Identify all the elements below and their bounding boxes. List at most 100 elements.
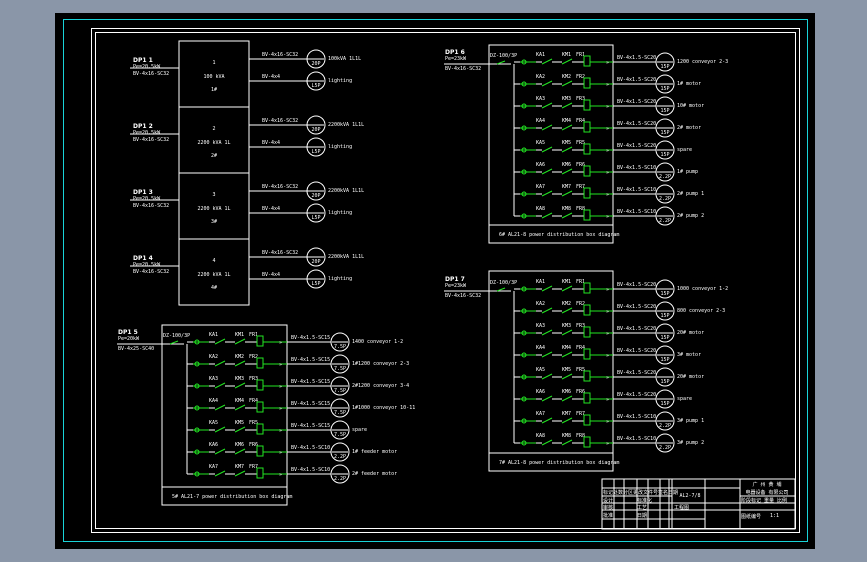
ka-label: KA3 — [209, 376, 218, 382]
circuit-desc: 1400 conveyor 1-2 — [352, 339, 403, 345]
contactor-icon — [561, 212, 573, 219]
ka-label: KA5 — [536, 140, 545, 146]
feeder-cable: BV-4x25-SC40 — [118, 346, 154, 352]
ka-label: KA8 — [536, 433, 545, 439]
km-label: KM8 — [562, 433, 571, 439]
km-label: KM5 — [235, 420, 244, 426]
circuit-desc: 1200 conveyor 2-3 — [677, 59, 728, 65]
motor-load-icon — [655, 162, 675, 182]
switch-contact-icon — [541, 351, 553, 358]
ka-label: KA6 — [209, 442, 218, 448]
main-breaker-label: DZ-100/3P — [490, 53, 517, 59]
box-id: 3 — [212, 192, 215, 198]
fr-label: FR3 — [576, 96, 585, 102]
circuit-cable: BV-4x16-SC32 — [262, 184, 298, 190]
load-rating: 15P — [660, 86, 669, 92]
feeder-spec: Pe=20kW — [118, 336, 140, 342]
switch-contact-icon — [541, 329, 553, 336]
fr-label: FR7 — [576, 184, 585, 190]
ka-label: KA4 — [536, 345, 545, 351]
load-rating: 2.2P — [334, 476, 346, 482]
main-breaker-icon — [496, 60, 506, 65]
load-rating: 7.5P — [334, 410, 346, 416]
contactor-icon — [561, 124, 573, 131]
load-rating: 20P — [311, 259, 320, 265]
drawing-frame-inner — [95, 32, 796, 529]
thermal-relay-icon — [583, 77, 591, 89]
switch-contact-icon — [541, 439, 553, 446]
feeder-label: DP1 7 — [445, 276, 465, 283]
ka-label: KA7 — [536, 184, 545, 190]
fr-label: FR2 — [576, 301, 585, 307]
motor-load-icon — [306, 247, 326, 267]
feeder-spec: Pe=23kW — [445, 283, 467, 289]
feeder-label: DP1 4 — [133, 255, 153, 262]
main-breaker-label: DZ-100/3P — [163, 333, 190, 339]
circuit-desc: 2# motor — [677, 125, 701, 131]
km-label: KM2 — [235, 354, 244, 360]
thermal-relay-icon — [583, 392, 591, 404]
km-label: KM8 — [562, 206, 571, 212]
ka-label: KA1 — [209, 332, 218, 338]
load-rating: 20P — [311, 193, 320, 199]
circuit-desc: 2# pump 2 — [677, 213, 704, 219]
panel-caption: 5# AL21-7 power distribution box diagram — [172, 494, 292, 500]
contactor-icon — [561, 307, 573, 314]
load-rating: 15P — [660, 64, 669, 70]
circuit-cable: BV-4x1.5-SC20 — [617, 370, 656, 376]
contactor-icon — [234, 470, 246, 477]
km-label: KM1 — [562, 279, 571, 285]
circuit-cable: BV-4x1.5-SC20 — [617, 121, 656, 127]
switch-contact-icon — [541, 417, 553, 424]
feeder-cable: BV-4x16-SC32 — [445, 66, 481, 72]
load-rating: 2.2P — [659, 445, 671, 451]
fr-label: FR6 — [576, 389, 585, 395]
contactor-icon — [234, 426, 246, 433]
motor-load-icon — [655, 345, 675, 365]
switch-contact-icon — [214, 382, 226, 389]
circuit-desc: 2200kVA 1L1L — [328, 188, 364, 194]
output-arrow-icon: » — [279, 384, 282, 390]
ka-label: KA1 — [536, 52, 545, 58]
output-arrow-icon: » — [606, 353, 609, 359]
output-arrow-icon: » — [279, 472, 282, 478]
circuit-cable: BV-4x1.5-SC15 — [291, 401, 330, 407]
thermal-relay-icon — [256, 401, 264, 413]
thermal-relay-icon — [256, 357, 264, 369]
load-rating: 20P — [311, 61, 320, 67]
switch-contact-icon — [541, 58, 553, 65]
contactor-icon — [561, 285, 573, 292]
thermal-relay-icon — [256, 467, 264, 479]
km-label: KM3 — [235, 376, 244, 382]
feeder-spec: Pe=20.5kW — [133, 262, 161, 268]
circuit-desc: 2200kVA 1L1L — [328, 254, 364, 260]
circuit-desc: 1# feeder motor — [352, 449, 397, 455]
switch-contact-icon — [541, 190, 553, 197]
switch-contact-icon — [541, 80, 553, 87]
thermal-relay-icon — [583, 436, 591, 448]
ka-label: KA5 — [536, 367, 545, 373]
circuit-cable: BV-4x1.5-SC10 — [617, 187, 656, 193]
switch-contact-icon — [541, 102, 553, 109]
motor-load-icon — [306, 137, 326, 157]
box-frame — [178, 238, 250, 306]
contactor-icon — [561, 168, 573, 175]
output-arrow-icon: » — [279, 450, 282, 456]
contactor-icon — [561, 146, 573, 153]
switch-contact-icon — [541, 373, 553, 380]
load-rating: 2.2P — [659, 174, 671, 180]
switch-contact-icon — [214, 470, 226, 477]
motor-load-icon — [330, 398, 350, 418]
load-rating: 15P — [660, 108, 669, 114]
circuit-cable: BV-4x16-SC32 — [262, 250, 298, 256]
output-arrow-icon: » — [606, 375, 609, 381]
fr-label: FR4 — [576, 118, 585, 124]
circuit-cable: BV-4x1.5-SC15 — [291, 423, 330, 429]
thermal-relay-icon — [583, 121, 591, 133]
